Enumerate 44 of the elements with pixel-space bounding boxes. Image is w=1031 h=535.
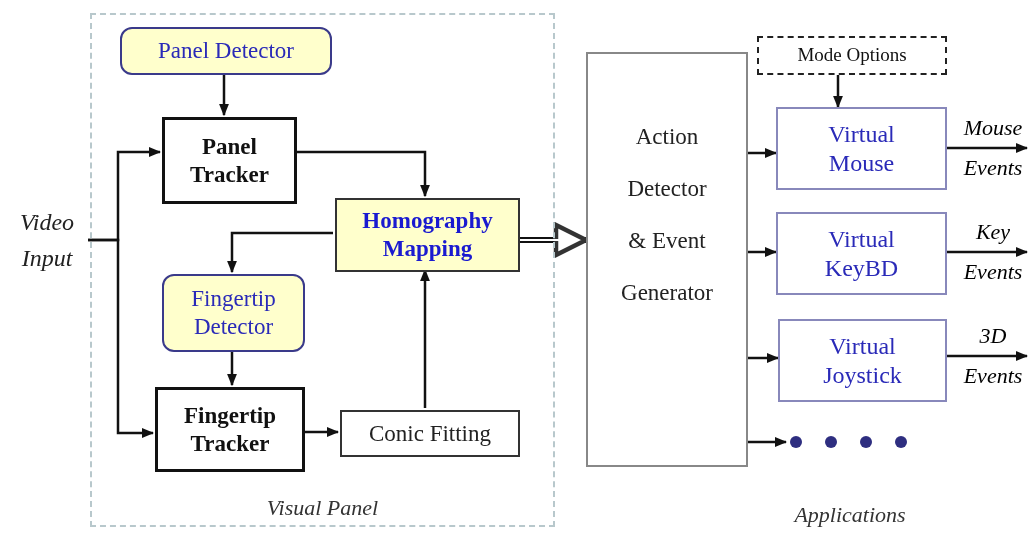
arrow (748, 437, 788, 447)
application-box (778, 319, 947, 402)
arrow (833, 75, 843, 109)
arrow (947, 143, 1029, 153)
arrow (947, 247, 1029, 257)
edge-label: Key Events (962, 218, 1024, 286)
double-arrow (517, 222, 589, 258)
mapping-box (335, 198, 520, 272)
node-label: Fingertip Detector (190, 285, 277, 341)
node-label: Action Detector & Event Generator (620, 122, 714, 307)
arrow (947, 351, 1029, 361)
panel-caption: Visual Panel (266, 494, 379, 521)
process-box (340, 410, 520, 457)
arrow (748, 148, 778, 158)
node-label: Virtual KeyBD (823, 224, 900, 283)
application-box (776, 107, 947, 190)
detector-box (120, 27, 332, 75)
group-caption: Applications (792, 501, 907, 529)
arrow (88, 238, 155, 438)
arrow (227, 350, 237, 387)
edge-label: Mouse Events (962, 114, 1024, 182)
arrow (303, 427, 340, 437)
arrow (219, 73, 229, 117)
arrow (748, 353, 780, 363)
application-box (776, 212, 947, 295)
tracker-box (162, 117, 297, 204)
options-box (757, 36, 947, 75)
node-label: Virtual Mouse (827, 119, 896, 178)
node-label: Homography Mapping (361, 207, 494, 263)
node-label: Panel Tracker (189, 132, 270, 189)
node-label: Fingertip Tracker (183, 401, 277, 458)
edge-label: 3D Events (962, 322, 1024, 390)
arrow (227, 231, 333, 274)
node-label: Panel Detector (158, 37, 294, 65)
node-label: Mode Options (797, 44, 907, 67)
arrow (295, 150, 430, 198)
generator-box (586, 52, 748, 467)
node-label: Virtual Joystick (822, 331, 903, 390)
visual-panel-frame (90, 13, 555, 527)
node-label: Video Input (18, 208, 76, 273)
node-label: Conic Fitting (368, 419, 491, 448)
detector-box (162, 274, 305, 352)
tracker-box (155, 387, 305, 472)
arrow (748, 247, 778, 257)
